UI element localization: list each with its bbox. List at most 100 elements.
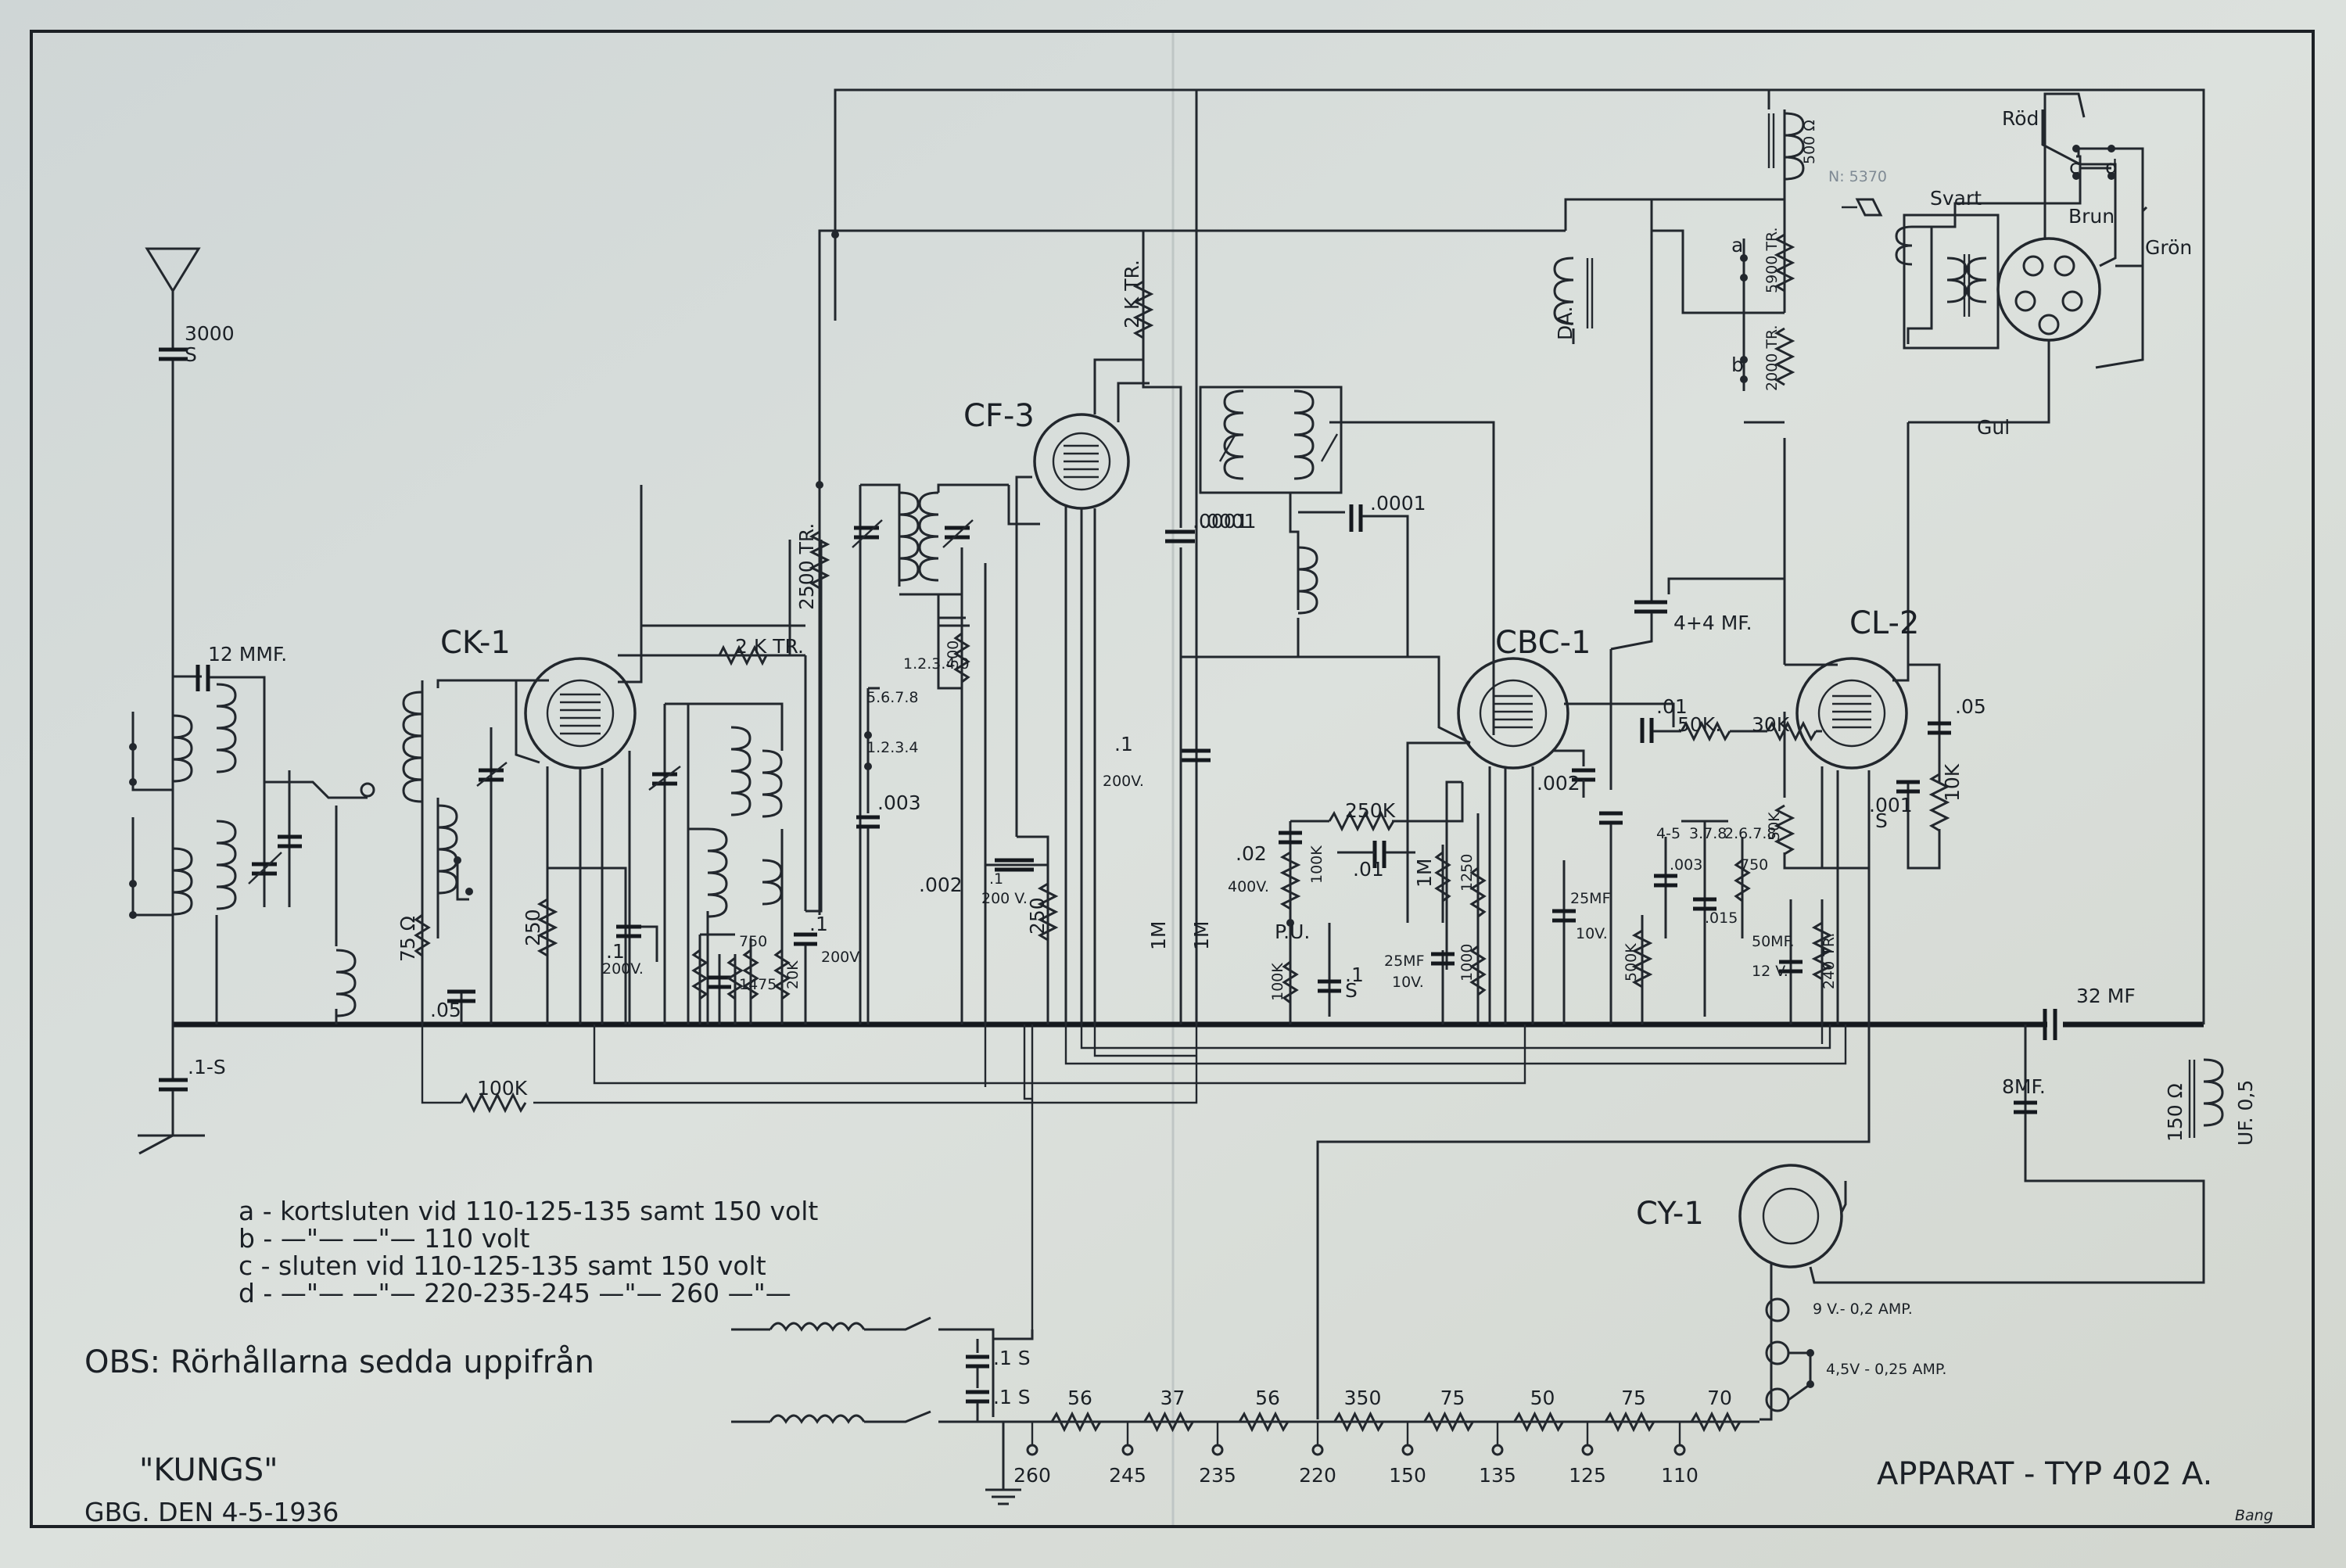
sw-4-5-label: 4-5 — [1656, 825, 1681, 842]
r-250-cf3-label: 250 — [1026, 897, 1049, 935]
notes-block: a - kortsluten vid 110-125-135 samt 150 … — [84, 1196, 818, 1380]
c-015-label: .015 — [1705, 910, 1738, 927]
v-200-mid-label: 200V. — [1103, 773, 1144, 790]
cbc1-tube-socket — [1457, 657, 1569, 770]
antenna-icon — [145, 247, 201, 293]
dropper-tap-label: 260 — [1013, 1464, 1051, 1487]
choke-150-label: 150 Ω — [2164, 1083, 2186, 1142]
c-05-ck1-label: .05 — [430, 999, 461, 1021]
r-500-label: 500 — [945, 640, 962, 669]
cbc1-stage — [1279, 649, 1822, 1024]
r-10k-label: 10K — [1941, 763, 1964, 802]
dropper-tap-label: 125 — [1569, 1464, 1606, 1487]
r-250k-label: 250K — [1345, 799, 1396, 822]
c-01-b-label: .01 — [1353, 858, 1384, 881]
top-rails — [818, 88, 2205, 1024]
dropper-resistor-label: 75 — [1440, 1387, 1465, 1409]
r-100k-pu-label: 100K — [1269, 963, 1286, 1001]
dropper-resistor-label: 50 — [1530, 1387, 1555, 1409]
switch-b-label: b — [1731, 353, 1744, 376]
dropper-tap-terminal — [1581, 1444, 1594, 1456]
dropper-resistor — [1690, 1411, 1742, 1433]
title-block: "KUNGS" GBG. DEN 4-5-1936 APPARAT - TYP … — [84, 1452, 2273, 1527]
lamp-45v-label: 4,5V - 0,25 AMP. — [1826, 1361, 1946, 1378]
pu-label: P.U. — [1275, 920, 1310, 943]
dropper-resistor-label: 56 — [1255, 1387, 1280, 1409]
cl2-tube-socket — [1795, 657, 1908, 770]
dropper-tap-label: 245 — [1109, 1464, 1146, 1487]
c-002-a-label: .002 — [919, 874, 963, 896]
dropper-resistor — [1050, 1411, 1102, 1433]
ck1-label: CK-1 — [440, 625, 511, 661]
bottom-return-lines — [421, 1024, 1847, 1329]
r-2500-label: 2500 TR. — [795, 523, 818, 610]
c-05-cl2-label: .05 — [1955, 695, 1986, 718]
signature: Bang — [2235, 1507, 2273, 1524]
v-10-a-label: 10V. — [1576, 925, 1608, 942]
r-750-b-label: 750 — [1740, 856, 1768, 874]
c-003-label: .003 — [877, 791, 921, 814]
output-transformer — [1740, 112, 1805, 424]
cf3-stage — [852, 280, 1211, 1024]
dropper-tap-terminal — [1673, 1444, 1686, 1456]
cf3-label: CF-3 — [963, 398, 1035, 434]
s-pu-label: S — [1345, 979, 1358, 1002]
choke-uf-label: UF. 0,5 — [2234, 1080, 2257, 1146]
component-labels: 3000 S 12 MMF. .1-S 100K 2 K TR. 2500 TR… — [185, 120, 2257, 1378]
oscillator-coils — [648, 540, 823, 1024]
stamp-label: N: 5370 — [1828, 168, 1887, 185]
dropper-resistor — [1333, 1411, 1384, 1433]
sw-1234-label: 1.2.3.4 — [866, 739, 918, 756]
dropper-resistor-label: 70 — [1707, 1387, 1732, 1409]
dropper-resistor-label: 37 — [1160, 1387, 1186, 1409]
r-2k-cf3-label: 2 K TR. — [1121, 260, 1143, 328]
c-003-b-label: .003 — [1670, 856, 1702, 874]
r-50k-b-label: 50K — [1766, 812, 1783, 841]
wire-gron-label: Grön — [2145, 236, 2192, 259]
r-250-ck1-label: 250 — [522, 909, 544, 946]
v-200-cf3-label: 200 V. — [981, 890, 1028, 907]
switch-c-label: c — [2069, 156, 2080, 178]
model-label: APPARAT - TYP 402 A. — [1877, 1456, 2212, 1492]
dropper-tap-label: 235 — [1199, 1464, 1236, 1487]
mains-cap-label-2: .1 S — [993, 1386, 1031, 1408]
c-1-200v-b-label: .1 — [809, 913, 828, 935]
antenna-section — [129, 247, 375, 1155]
c-32mf-label: 32 MF — [2076, 985, 2136, 1007]
v-10-b-label: 10V. — [1392, 974, 1424, 991]
ground-icon — [985, 1488, 1021, 1505]
wire-color-labels: Röd Svart Brun Grön Gul — [1930, 107, 2192, 439]
ground-cap-label: .1-S — [188, 1056, 226, 1078]
if-transformer — [1181, 386, 1495, 745]
out-500-label: 500 Ω — [1801, 120, 1818, 164]
v-200-ck1-label: 200V. — [602, 960, 644, 978]
sw-5678-label: 5.6.7.8 — [866, 689, 918, 706]
r-1m-c-label: 1M — [1413, 859, 1436, 888]
c-25mf-a-label: 25MF — [1570, 890, 1611, 907]
dropper-tap-label: 150 — [1389, 1464, 1426, 1487]
v-200-b-label: 200V. — [821, 949, 863, 966]
wire-svart-label: Svart — [1930, 187, 1982, 210]
dropper-tap-terminal — [1026, 1444, 1038, 1456]
antenna-cap-type: S — [185, 343, 197, 366]
dropper-resistor-label: 56 — [1067, 1387, 1092, 1409]
r-30k-label: 30K — [1752, 713, 1790, 736]
c-50mf-label: 50MF. — [1752, 933, 1795, 950]
tube-labels: CK-1 CF-3 CBC-1 CL-2 CY-1 — [440, 398, 1919, 1232]
antenna-cap-label: 3000 — [185, 322, 235, 345]
note-line-c: c - sluten vid 110-125-135 samt 150 volt — [239, 1250, 766, 1281]
dropper-resistor-label: 350 — [1344, 1387, 1382, 1409]
sw-378-label: 3.7.8 — [1689, 825, 1727, 842]
c-001-cl2-label: .001 — [1869, 794, 1913, 816]
c-1-s-label: .1 — [1345, 963, 1364, 986]
note-line-d: d - —"— —"— 220-235-245 —"— 260 —"— — [239, 1278, 791, 1308]
power-supply — [1316, 1009, 2224, 1421]
dropper-resistor — [1604, 1411, 1655, 1433]
c-8mf-label: 8MF. — [2002, 1075, 2046, 1098]
cy1-label: CY-1 — [1636, 1196, 1704, 1232]
note-line-b: b - —"— —"— 110 volt — [239, 1223, 530, 1254]
wire-rod-label: Röd — [2002, 107, 2039, 130]
dropper-tap-label: 135 — [1479, 1464, 1516, 1487]
